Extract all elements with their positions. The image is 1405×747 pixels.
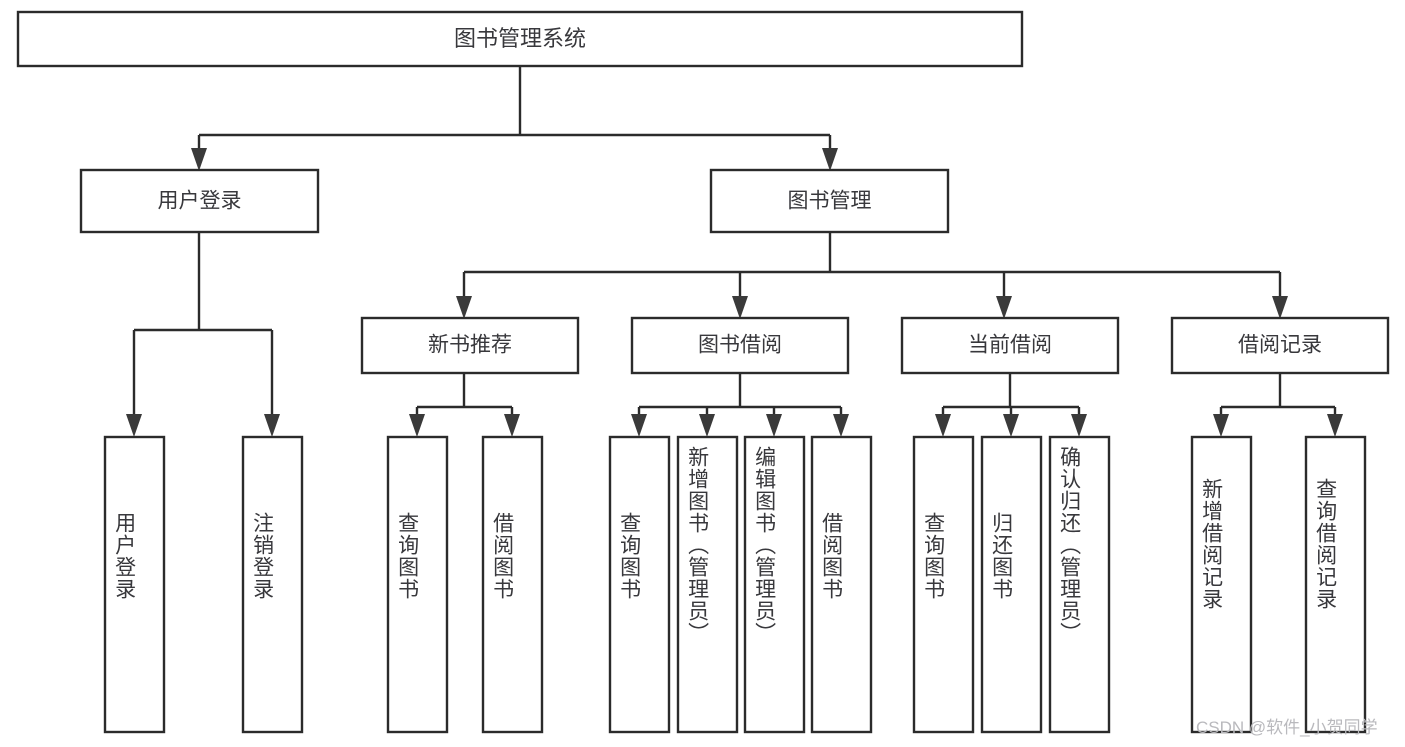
node-current-borrow[interactable] [900, 316, 1120, 375]
leaf-add-book-admin[interactable] [676, 435, 739, 734]
leaf-logout[interactable] [241, 435, 304, 734]
arrow-head-leaf-query-record [1327, 414, 1343, 437]
arrow-head-leaf-add-book [699, 414, 715, 437]
node-new-book-recommend-label: 新书推荐 [428, 334, 512, 357]
leaf-return-book[interactable] [980, 435, 1043, 734]
node-current-borrow-label: 当前借阅 [968, 334, 1052, 357]
node-book-borrow[interactable] [630, 316, 850, 375]
leaf-edit-book-admin[interactable] [743, 435, 806, 734]
node-root-label: 图书管理系统 [454, 26, 586, 51]
arrow-head-leaf-edit-book [766, 414, 782, 437]
arrow-head-leaf-borrow-book-1 [504, 414, 520, 437]
arrow-head-userlogin [191, 148, 207, 171]
node-borrow-record[interactable] [1170, 316, 1390, 375]
node-root-book-management-system[interactable] [16, 10, 1024, 68]
arrow-head-leaf-logout [264, 414, 280, 437]
arrow-head-leaf-query-book-3 [935, 414, 951, 437]
leaf-borrow-book-recommend[interactable] [481, 435, 544, 734]
leaf-user-login[interactable] [103, 435, 166, 734]
leaf-query-book-borrow[interactable] [608, 435, 671, 734]
arrow-head-current [996, 296, 1012, 319]
node-user-login-label: 用户登录 [158, 190, 242, 213]
node-book-borrow-label: 图书借阅 [698, 334, 782, 357]
arrow-head-leaf-query-book-2 [631, 414, 647, 437]
leaf-query-book-current[interactable] [912, 435, 975, 734]
csdn-watermark: CSDN @软件_小贺同学 [1196, 718, 1378, 737]
arrow-head-record [1272, 296, 1288, 319]
node-new-book-recommend[interactable] [360, 316, 580, 375]
arrow-head-leaf-borrow-book-2 [833, 414, 849, 437]
node-book-management[interactable] [709, 168, 950, 234]
arrow-head-leaf-return-book [1003, 414, 1019, 437]
node-book-management-label: 图书管理 [788, 190, 872, 213]
arrow-head-newbook [456, 296, 472, 319]
leaf-query-book-recommend[interactable] [386, 435, 449, 734]
leaf-add-borrow-record[interactable] [1190, 435, 1253, 734]
arrow-head-leaf-user-login [126, 414, 142, 437]
arrow-head-borrow [732, 296, 748, 319]
node-borrow-record-label: 借阅记录 [1238, 334, 1322, 357]
connector-layer [126, 66, 1343, 437]
leaf-query-borrow-record[interactable] [1304, 435, 1367, 734]
arrow-head-leaf-confirm-return [1071, 414, 1087, 437]
arrow-head-leaf-add-record [1213, 414, 1229, 437]
leaf-confirm-return-admin[interactable] [1048, 435, 1111, 734]
arrow-head-bookmgmt [822, 148, 838, 171]
leaf-borrow-book[interactable] [810, 435, 873, 734]
node-user-login[interactable] [79, 168, 320, 234]
arrow-head-leaf-query-book-1 [409, 414, 425, 437]
node-layer: 图书管理系统 用户登录 图书管理 新书推荐 图书借阅 当前借阅 借阅记录 [16, 10, 1390, 734]
